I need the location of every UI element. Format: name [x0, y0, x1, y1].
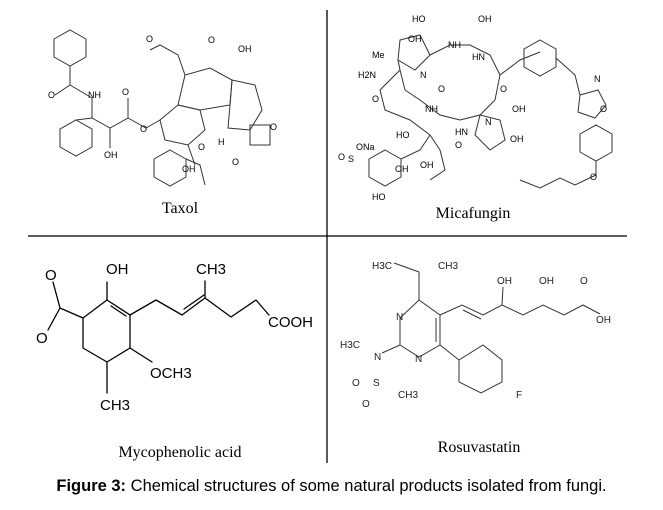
atom-label: N [415, 354, 422, 365]
atom-label: O [208, 35, 215, 45]
atom-label: CH3 [196, 261, 226, 278]
taxol-structure: NH O O O OH OH OH O O O O H O Taxol [48, 29, 277, 217]
rosuvastatin-structure: H3C CH3 OH OH O N N H3C N OH O S CH3 O F… [340, 261, 611, 456]
atom-label: OH [238, 44, 252, 54]
atom-label: O [122, 87, 129, 97]
atom-label: HN [472, 52, 485, 62]
atom-label: OH [539, 276, 554, 287]
atom-label: O [198, 142, 205, 152]
taxol-label: Taxol [162, 200, 199, 217]
atom-label: ONa [356, 142, 375, 152]
atom-label: NH [88, 90, 101, 100]
atom-label: O [580, 276, 588, 287]
atom-label: CH3 [398, 390, 418, 401]
atom-label: O [338, 152, 345, 162]
atom-label: OH [497, 276, 512, 287]
caption-label: Figure 3: [56, 477, 127, 495]
rosuvastatin-label: Rosuvastatin [438, 439, 521, 456]
atom-label: O [270, 122, 277, 132]
atom-label: HN [455, 127, 468, 137]
atom-label: N [485, 117, 492, 127]
micafungin-label: Micafungin [436, 205, 511, 222]
atom-label: OH [478, 14, 492, 24]
atom-label: CH3 [100, 397, 130, 414]
atom-label: O [590, 172, 597, 182]
atom-label: HO [396, 130, 410, 140]
atom-label: N [374, 352, 381, 363]
atom-label: H3C [372, 261, 392, 272]
atom-label: O [352, 378, 360, 389]
atom-label: OH [420, 160, 434, 170]
atom-label: O [372, 94, 379, 104]
atom-label: HO [372, 192, 386, 202]
atom-label: OH [512, 104, 526, 114]
figure-caption: Figure 3: Chemical structures of some na… [0, 477, 663, 496]
atom-label: O [146, 34, 153, 44]
atom-label: O [438, 84, 445, 94]
atom-label: O [362, 399, 370, 410]
atom-label: S [373, 378, 380, 389]
atom-label: H3C [340, 340, 360, 351]
atom-label: OH [106, 261, 129, 278]
atom-label: N [396, 312, 403, 323]
atom-label: HO [412, 14, 426, 24]
atom-label: N [420, 70, 427, 80]
atom-label: O [500, 84, 507, 94]
atom-label: OH [510, 134, 524, 144]
atom-label: OCH3 [150, 365, 192, 382]
atom-label: O [232, 157, 239, 167]
atom-label: COOH [268, 314, 313, 331]
atom-label: H [218, 137, 225, 147]
atom-label: H2N [358, 70, 376, 80]
atom-label: O [600, 104, 607, 114]
atom-label: O [36, 330, 48, 347]
atom-label: CH3 [438, 261, 458, 272]
atom-label: O [45, 267, 57, 284]
atom-label: OH [596, 315, 611, 326]
atom-label: OH [104, 150, 118, 160]
atom-label: O [140, 124, 147, 134]
atom-label: N [594, 74, 601, 84]
atom-label: Me [372, 50, 385, 60]
atom-label: OH [182, 164, 196, 174]
caption-text: Chemical structures of some natural prod… [126, 477, 607, 495]
atom-label: OH [408, 34, 422, 44]
atom-label: O [455, 140, 462, 150]
atom-label: F [516, 390, 522, 401]
mycophenolic-acid-structure: OH CH3 O O COOH OCH3 CH3 Mycophenolic ac… [36, 261, 313, 461]
atom-label: OH [395, 164, 409, 174]
atom-label: S [348, 154, 354, 164]
atom-label: O [48, 90, 55, 100]
atom-label: NH [425, 104, 438, 114]
micafungin-structure: HO OH Me OH NH H2N O HN N O NH O OH HO O… [338, 14, 613, 222]
mycophenolic-acid-label: Mycophenolic acid [118, 444, 241, 461]
atom-label: NH [448, 40, 461, 50]
